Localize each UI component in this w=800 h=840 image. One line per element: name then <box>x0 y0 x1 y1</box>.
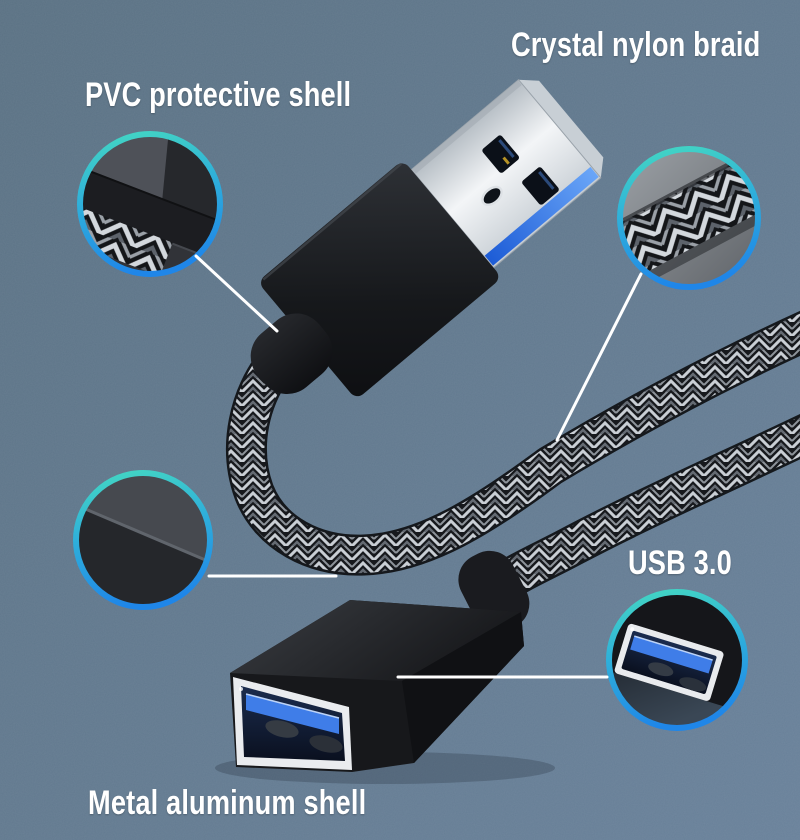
usb3-blue-edge <box>484 166 599 266</box>
usb-male-connector <box>250 78 604 397</box>
female-port-tongue <box>246 694 339 734</box>
callout-usb-port-detail <box>606 589 748 731</box>
leader-pvc-shell <box>194 254 279 333</box>
label-pvc-protective-shell: PVC protective shell <box>85 76 352 114</box>
male-contact-holes <box>481 135 559 207</box>
leader-nylon-braid <box>555 272 643 442</box>
male-strain-relief <box>250 313 333 394</box>
female-port <box>233 677 352 770</box>
callout-nylon-braid-detail <box>617 146 761 290</box>
male-metal-shell <box>410 78 604 269</box>
callout-pvc-shell-detail <box>77 131 223 277</box>
label-metal-aluminum-shell: Metal aluminum shell <box>88 784 367 822</box>
cable-main-strand <box>226 310 800 576</box>
label-usb-30: USB 3.0 <box>628 544 732 582</box>
usb-female-connector <box>230 550 530 772</box>
leader-lines <box>194 254 643 679</box>
label-crystal-nylon-braid: Crystal nylon braid <box>511 26 761 64</box>
cable-return-strand <box>477 414 800 607</box>
